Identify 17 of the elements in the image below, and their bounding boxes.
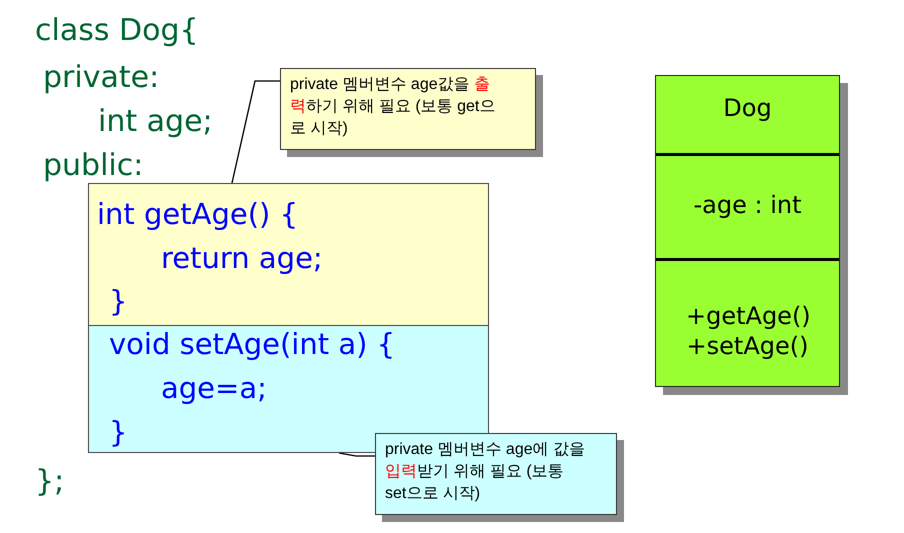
leader-line (231, 80, 280, 184)
class-text: -age : int (692, 190, 802, 220)
code-line: void setAge(int a) { (109, 330, 396, 359)
code-line: class Dog{ (35, 16, 199, 46)
code-line: int getAge() { (97, 200, 298, 229)
code-line: } (109, 287, 128, 316)
code-line: return age; (161, 244, 323, 273)
class-text: Dog (722, 93, 773, 123)
class-text: +getAge() +setAge() (685, 301, 812, 361)
code-line: int age; (98, 107, 213, 137)
leader-line (338, 452, 375, 457)
code-line: private: (43, 63, 160, 93)
code-line: } (109, 418, 128, 447)
code-block (88, 183, 489, 326)
code-line: }; (35, 467, 64, 497)
code-line: age=a; (161, 374, 267, 403)
code-line: public: (43, 151, 144, 181)
